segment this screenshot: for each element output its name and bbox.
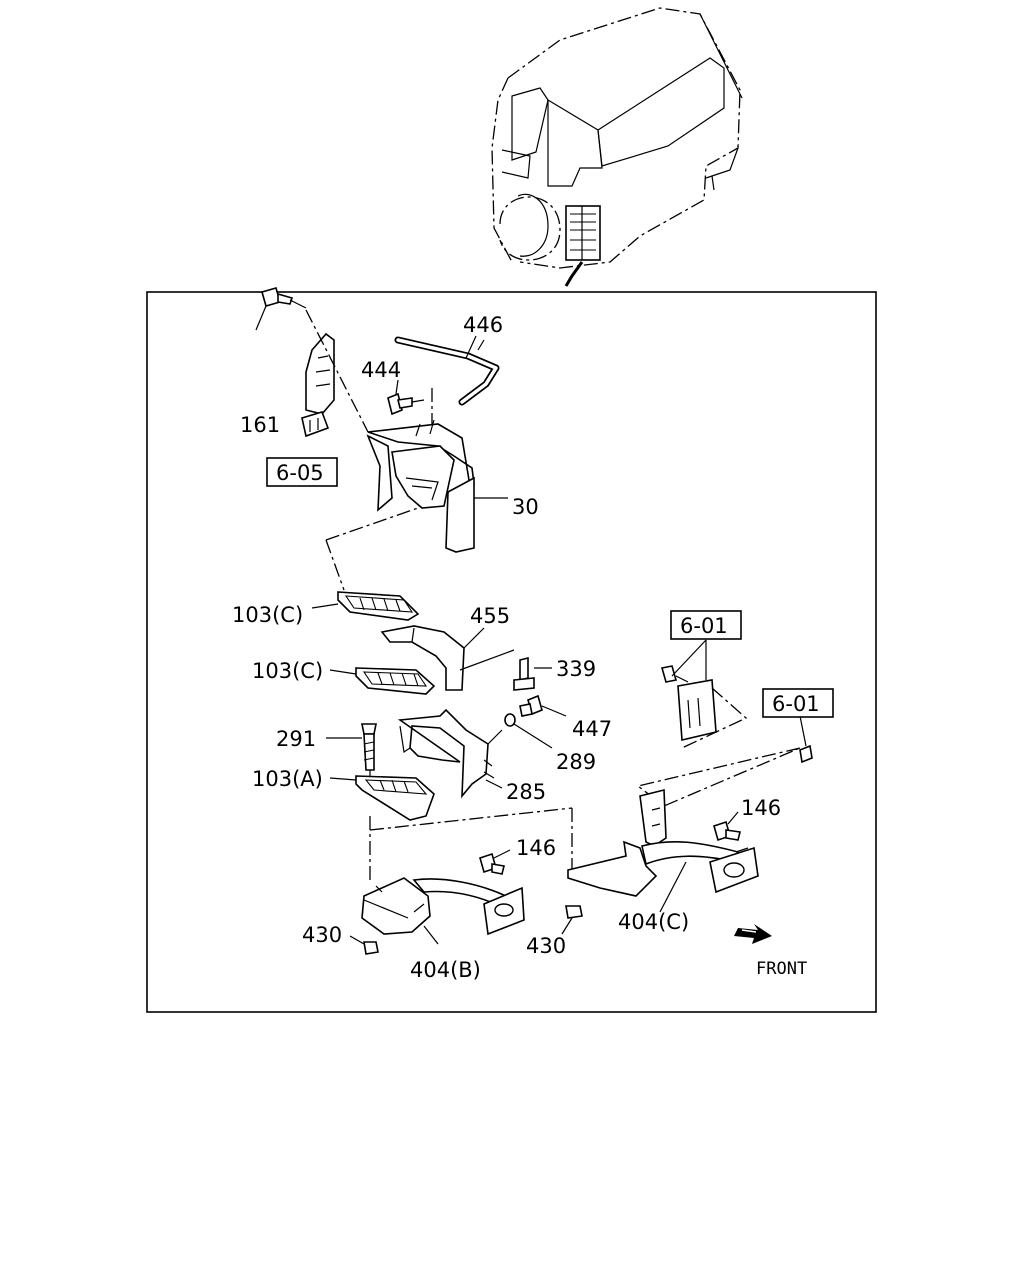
label-30: 30 bbox=[512, 495, 539, 519]
ref-box-6-01-right bbox=[762, 688, 834, 718]
step-bracket-285 bbox=[397, 708, 503, 799]
label-103a: 103(A) bbox=[252, 767, 323, 791]
front-arrow-icon bbox=[734, 924, 772, 944]
label-291: 291 bbox=[276, 727, 316, 751]
truck-cab-overview bbox=[491, 7, 743, 287]
cab-mount-bracket bbox=[301, 332, 335, 438]
bolt-146-left bbox=[479, 849, 511, 875]
step-tread-103a bbox=[329, 775, 435, 821]
label-146-right: 146 bbox=[741, 796, 781, 820]
detail-frame bbox=[146, 291, 877, 1013]
bolt-291 bbox=[326, 723, 377, 776]
rod-446 bbox=[394, 335, 500, 406]
nut-430-left bbox=[349, 935, 379, 955]
nut-430-right bbox=[561, 905, 583, 935]
step-cover-455 bbox=[380, 625, 515, 691]
ref-box-6-05 bbox=[266, 457, 338, 487]
bolt-447 bbox=[519, 694, 567, 717]
step-housing-30 bbox=[366, 419, 508, 553]
pin-339 bbox=[513, 656, 552, 691]
label-404b: 404(B) bbox=[410, 958, 481, 982]
label-404c: 404(C) bbox=[618, 910, 689, 934]
step-tread-103c-upper bbox=[311, 591, 420, 621]
label-103c-upper: 103(C) bbox=[232, 603, 303, 627]
bolt-146-right bbox=[713, 811, 741, 842]
label-146-left: 146 bbox=[516, 836, 556, 860]
step-bracket-404c bbox=[567, 788, 759, 913]
washer-289 bbox=[504, 713, 553, 749]
step-tread-103c-lower bbox=[329, 667, 436, 695]
front-label: FRONT bbox=[756, 959, 807, 979]
label-6-01-top: 6-01 bbox=[680, 614, 728, 638]
label-430-left: 430 bbox=[302, 923, 342, 947]
mount-plate-6-01 bbox=[660, 665, 748, 749]
bolt-444 bbox=[387, 379, 425, 416]
ref-box-6-01-top bbox=[670, 610, 742, 640]
label-6-05: 6-05 bbox=[276, 461, 324, 485]
label-339: 339 bbox=[556, 657, 596, 681]
label-285: 285 bbox=[506, 780, 546, 804]
label-447: 447 bbox=[572, 717, 612, 741]
label-161: 161 bbox=[240, 413, 280, 437]
label-103c-lower: 103(C) bbox=[252, 659, 323, 683]
label-455: 455 bbox=[470, 604, 510, 628]
label-444: 444 bbox=[361, 358, 401, 382]
label-6-01-right: 6-01 bbox=[772, 692, 820, 716]
label-289: 289 bbox=[556, 750, 596, 774]
label-446: 446 bbox=[463, 313, 503, 337]
step-bracket-404b bbox=[361, 877, 525, 945]
label-430-right: 430 bbox=[526, 934, 566, 958]
bolt-161 bbox=[255, 287, 307, 331]
